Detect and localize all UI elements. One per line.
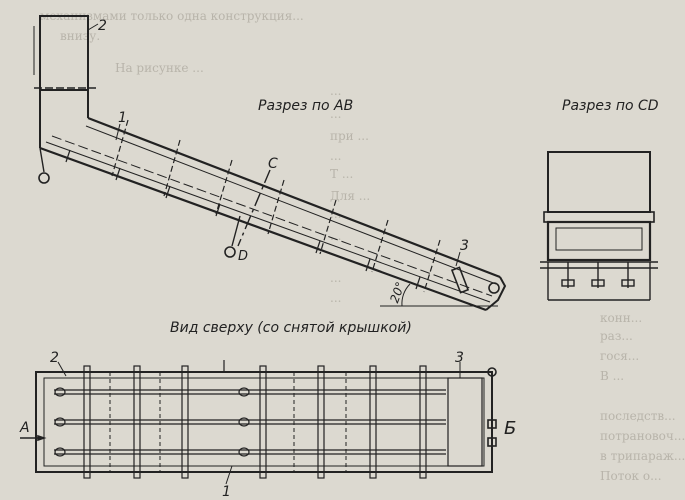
bg-line-10: ... (330, 229, 341, 243)
bg-line-14: раз... (600, 329, 633, 343)
section-cd-view (540, 151, 658, 301)
right-knob (487, 367, 497, 377)
label-b: Б (504, 418, 516, 439)
cd-terminals (547, 262, 651, 301)
section-ab-view (33, 15, 507, 312)
end-chamber (447, 377, 483, 467)
label-angle: 20° (387, 280, 407, 305)
bg-line-16: В ... (600, 369, 624, 383)
left-terminal-rod (39, 147, 45, 173)
right-clip-2 (487, 437, 497, 447)
leader-2 (87, 23, 99, 31)
label-c: C (268, 156, 278, 172)
cd-flange (543, 211, 655, 223)
label-1-lower: 1 (222, 484, 231, 500)
cd-inner (555, 227, 643, 251)
heater-rods (54, 389, 446, 455)
chute-bottom-edge (39, 146, 487, 312)
right-clip-1 (487, 419, 497, 429)
dashed-supports (109, 372, 347, 472)
bg-line-4: ... (330, 107, 341, 121)
top-view-title: Вид сверху (со снятой крышкой) (170, 320, 412, 336)
bg-line-0: механизмами только одна конструкция... (40, 9, 304, 23)
cross-supports (83, 365, 427, 479)
chute-cross-sections (111, 119, 441, 293)
bg-line-1: внизу. (60, 29, 100, 43)
bg-line-7: Т ... (330, 167, 353, 181)
label-2-lower: 2 (50, 350, 59, 366)
leader-3 (455, 251, 461, 267)
end-pivot (488, 282, 500, 294)
rod-ends (54, 387, 250, 457)
bg-line-11: ... (330, 271, 341, 285)
section-cd-title: Разрез по CD (562, 98, 659, 114)
axis-a-arrow (37, 434, 47, 442)
chute-end-cap (485, 276, 507, 311)
label-d: D (238, 249, 248, 264)
bg-line-3: ... (330, 84, 341, 98)
bg-line-8: Для ... (330, 189, 370, 203)
bg-line-6: ... (330, 149, 341, 163)
bg-line-18: потрановоч... (600, 429, 685, 443)
bg-line-12: ... (330, 291, 341, 305)
mid-terminal (224, 246, 236, 258)
left-terminal (38, 172, 50, 184)
chute-top-edge (87, 116, 501, 279)
chute-top-inner (85, 125, 497, 285)
section-line-cd (237, 169, 271, 247)
bg-line-19: в трипараж... (600, 449, 685, 463)
label-3-lower: 3 (455, 350, 464, 366)
bg-line-20: Поток о... (600, 469, 662, 483)
bg-line-17: последств... (600, 409, 676, 423)
leader-1 (115, 123, 121, 141)
cd-trough (546, 220, 652, 262)
bg-line-15: гося... (600, 349, 639, 363)
label-a: A (19, 420, 30, 436)
bg-line-2: На рисунке ... (115, 61, 204, 75)
end-plate (450, 266, 470, 294)
hopper-top (39, 15, 89, 91)
bg-line-13: конн... (600, 311, 642, 325)
angle-arc (401, 283, 411, 307)
chute-bolts (65, 149, 421, 290)
top-view (20, 360, 497, 485)
mid-terminal-rod (231, 215, 241, 247)
background-text: механизмами только одна конструкция... в… (40, 9, 685, 483)
section-ab-title: Разрез по АВ (258, 98, 353, 114)
top-view-labels: 2 3 1 A Б (19, 350, 516, 500)
leader-2-lower (57, 361, 67, 377)
bg-line-5: при ... (330, 129, 369, 143)
section-ab-labels: Разрез по АВ 2 1 C D 3 20° (98, 18, 469, 305)
top-frame-inner (43, 377, 485, 467)
label-1-upper: 1 (118, 110, 127, 126)
chute-heater-line (51, 135, 493, 297)
cd-lid (547, 151, 651, 213)
top-frame-outer (35, 371, 493, 473)
leader-1-lower (225, 465, 233, 485)
label-3-upper: 3 (460, 238, 469, 254)
label-2-upper: 2 (98, 18, 107, 34)
